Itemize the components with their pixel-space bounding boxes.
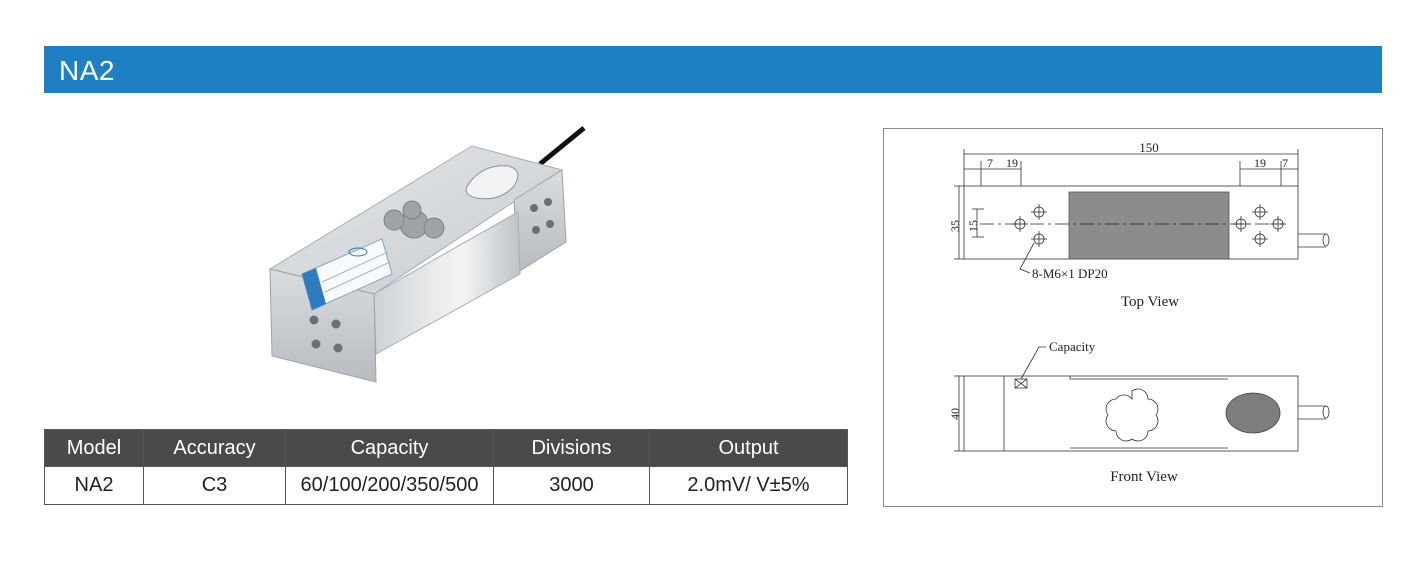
spec-table: Model Accuracy Capacity Divisions Output…	[44, 429, 848, 505]
top-view-caption: Top View	[1121, 294, 1179, 310]
dim-right-inner: 19	[1254, 156, 1266, 170]
table-header-row: Model Accuracy Capacity Divisions Output	[44, 429, 848, 467]
dim-width: 35	[948, 220, 962, 232]
cell-output: 2.0mV/ V±5%	[649, 466, 848, 505]
dim-overall: 150	[1139, 140, 1159, 155]
dim-right-outer: 7	[1282, 156, 1288, 170]
column-header-accuracy: Accuracy	[143, 429, 286, 467]
cell-accuracy: C3	[143, 466, 286, 505]
load-cell-illustration	[268, 126, 586, 383]
front-view-outline	[963, 375, 1299, 452]
technical-drawing: 150 19 7 19 7 35 15 8-M6×1 DP20 Top View…	[883, 128, 1383, 507]
dim-height: 40	[948, 408, 962, 420]
dimension-drawing: 150 19 7 19 7 35 15 8-M6×1 DP20 Top View…	[948, 140, 1330, 485]
strain-gauge-area	[1068, 191, 1230, 260]
cell-divisions: 3000	[493, 466, 650, 505]
column-header-model: Model	[44, 429, 144, 467]
front-view-caption: Front View	[1110, 469, 1178, 485]
column-header-divisions: Divisions	[493, 429, 650, 467]
column-header-output: Output	[649, 429, 848, 467]
dim-left-outer: 7	[987, 156, 993, 170]
capacity-label: Capacity	[1049, 339, 1096, 354]
thread-note: 8-M6×1 DP20	[1032, 266, 1108, 281]
product-photo	[262, 124, 592, 386]
cell-model: NA2	[44, 466, 144, 505]
cell-capacity: 60/100/200/350/500	[285, 466, 494, 505]
column-header-capacity: Capacity	[285, 429, 494, 467]
dim-left-inner: 19	[1006, 156, 1018, 170]
dim-hole-spacing: 15	[966, 220, 980, 232]
front-slot	[1225, 392, 1281, 434]
title-bar: NA2	[44, 46, 1382, 93]
page-title: NA2	[59, 55, 115, 86]
table-row: NA2 C3 60/100/200/350/500 3000 2.0mV/ V±…	[44, 466, 848, 505]
